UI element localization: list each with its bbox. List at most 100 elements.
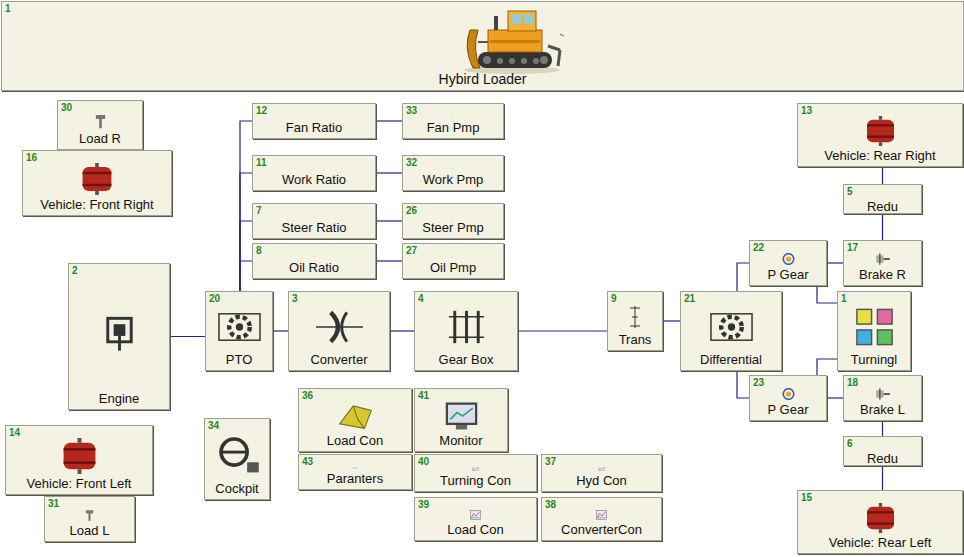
icon-area — [406, 216, 500, 218]
icon-area — [418, 401, 504, 431]
model-block: 17Brake R — [843, 240, 922, 286]
name-row: PTO — [209, 350, 269, 368]
block-icon — [310, 305, 369, 349]
block-name: Brake L — [860, 402, 905, 417]
block-name: Cockpit — [215, 481, 258, 496]
name-row: Work Ratio — [256, 170, 372, 188]
name-row: Oil Pmp — [406, 258, 500, 276]
model-block: 15Vehicle: Rear Left — [797, 490, 963, 554]
connector-line — [376, 172, 402, 173]
icon-area — [847, 388, 918, 400]
connector-line — [737, 371, 749, 398]
block-number: 27 — [406, 245, 500, 256]
block-name: Vehicle: Rear Right — [824, 148, 935, 163]
block-icon — [449, 116, 457, 118]
block-number: 40 — [418, 456, 533, 467]
icon-area — [256, 256, 372, 258]
icon-area — [418, 304, 514, 350]
connector-line — [882, 214, 883, 240]
model-block: 12Fan Ratio — [252, 103, 376, 139]
block-name: Load L — [70, 523, 110, 538]
icon-area — [61, 113, 139, 129]
connector-line — [240, 121, 252, 291]
block-name: P Gear — [768, 402, 809, 417]
block-number: 6 — [847, 438, 918, 449]
block-number: 13 — [801, 105, 959, 116]
model-block: 22P Gear — [749, 240, 827, 286]
block-name: Converter — [310, 352, 367, 367]
model-block: 34Cockpit — [204, 418, 270, 500]
connector-line — [376, 260, 402, 261]
name-row: Vehicle: Rear Right — [801, 146, 959, 164]
model-block: 21Differential — [680, 291, 782, 371]
connector-line — [882, 167, 883, 184]
block-number: 9 — [611, 293, 659, 304]
name-row: Vehicle: Front Left — [9, 474, 149, 492]
block-name: Fan Pmp — [427, 120, 480, 135]
icon-area — [847, 253, 918, 265]
block-icon — [73, 163, 121, 195]
block-name: P Gear — [768, 267, 809, 282]
block-number: 18 — [847, 377, 918, 388]
block-icon — [90, 311, 149, 355]
band-ground — [1, 1, 962, 91]
icon-area — [209, 304, 269, 350]
model-block: 36Load Con — [298, 388, 412, 452]
connector-line — [376, 220, 402, 221]
name-row: Steer Pmp — [406, 218, 500, 236]
block-number: 11 — [256, 157, 372, 168]
icon-area — [406, 256, 500, 258]
name-row: Cockpit — [208, 479, 266, 497]
connector-line — [817, 286, 837, 303]
icon-area — [256, 168, 372, 170]
icon-area — [684, 304, 778, 350]
connector-line — [663, 320, 680, 321]
block-name: Turningl — [851, 352, 897, 367]
block-number: 2 — [72, 265, 166, 276]
model-block: 32Work Pmp — [402, 155, 504, 191]
block-icon — [87, 113, 114, 129]
name-row: Fan Ratio — [256, 118, 372, 136]
connector-line — [817, 359, 837, 375]
icon-area — [26, 163, 168, 195]
name-row: Load Con — [418, 520, 533, 538]
model-block: 7Steer Ratio — [252, 203, 376, 239]
name-row: Engine — [72, 389, 166, 407]
block-name: PTO — [226, 352, 253, 367]
block-name: Vehicle: Rear Left — [829, 535, 932, 550]
name-row: Oil Ratio — [256, 258, 372, 276]
block-name: Load R — [79, 131, 121, 146]
block-icon — [310, 168, 318, 170]
model-block: 40Turning Con — [414, 454, 537, 492]
name-row: Load Con — [302, 431, 408, 449]
name-row: Fan Pmp — [406, 118, 500, 136]
icon-area — [801, 503, 959, 533]
name-row: Vehicle: Rear Left — [801, 533, 959, 551]
block-icon — [449, 256, 457, 258]
icon-area — [9, 438, 149, 474]
block-name: Redu — [867, 199, 898, 214]
name-row: Turning Con — [418, 471, 533, 489]
model-block: 14Vehicle: Front Left — [5, 425, 153, 495]
model-block: 31Load L — [44, 496, 135, 542]
block-name: Brake R — [859, 267, 906, 282]
block-name: Turning Con — [440, 473, 511, 488]
name-row: Work Pmp — [406, 170, 500, 188]
block-number: 15 — [801, 492, 959, 503]
icon-area — [545, 467, 658, 471]
name-row: Paranters — [302, 469, 408, 487]
model-block: 26Steer Pmp — [402, 203, 504, 239]
connector-line — [376, 120, 402, 121]
block-name: Fan Ratio — [286, 120, 342, 135]
block-icon — [351, 467, 359, 469]
icon-area — [5, 14, 960, 70]
block-name: Redu — [867, 451, 898, 466]
icon-area — [545, 510, 658, 520]
name-row: Turningl — [841, 350, 907, 368]
block-number: 33 — [406, 105, 500, 116]
model-block: 18Brake L — [843, 375, 922, 421]
block-icon — [592, 510, 611, 520]
block-number: 4 — [418, 293, 514, 304]
